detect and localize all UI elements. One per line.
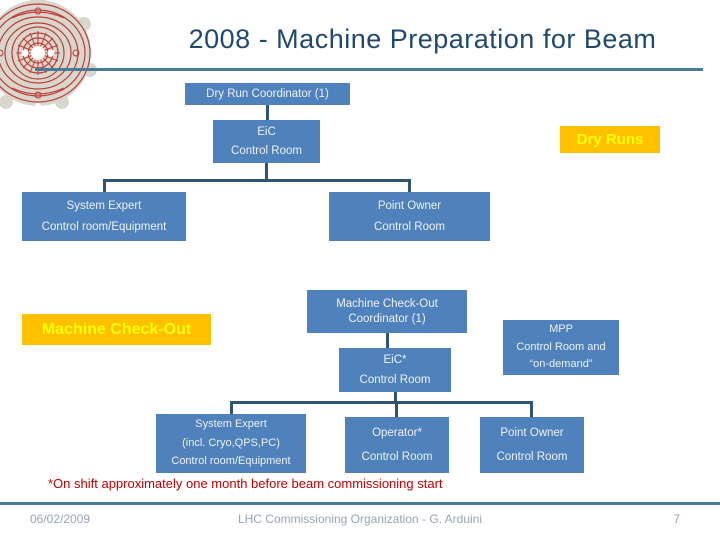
connector bbox=[408, 179, 411, 193]
org-box-line: MPP bbox=[549, 323, 573, 336]
org-box-line: EiC* bbox=[383, 354, 407, 367]
connector bbox=[266, 105, 269, 120]
org-box-line: EiC bbox=[257, 125, 276, 138]
page-number: 7 bbox=[673, 512, 680, 526]
org-box-line: Dry Run Coordinator (1) bbox=[206, 87, 329, 100]
machine-checkout-label: Machine Check-Out bbox=[22, 314, 211, 345]
title-rule bbox=[35, 68, 703, 71]
connector bbox=[394, 392, 397, 403]
connector bbox=[386, 333, 389, 348]
shift-note: *On shift approximately one month before… bbox=[48, 476, 443, 491]
org-box-line: System Expert bbox=[66, 199, 142, 212]
org-box-line: Control Room and bbox=[516, 340, 606, 353]
org-box-line: Point Owner bbox=[377, 199, 442, 212]
lhc-dipole-logo-icon bbox=[0, 0, 97, 109]
org-box-line: Control Room bbox=[374, 220, 445, 233]
org-box-line: (incl. Cryo,QPS,PC) bbox=[182, 436, 280, 449]
org-box-eic-star: EiC* Control Room bbox=[339, 348, 451, 392]
org-box-line: Control room/Equipment bbox=[41, 220, 167, 233]
connector bbox=[103, 179, 411, 182]
org-box-point-owner: Point Owner Control Room bbox=[329, 192, 490, 241]
org-box-mpp: MPP Control Room and “on-demand” bbox=[503, 320, 619, 375]
org-box-mco-coordinator: Machine Check-Out Coordinator (1) bbox=[307, 290, 467, 333]
dry-runs-label: Dry Runs bbox=[560, 126, 660, 153]
connector bbox=[265, 163, 268, 181]
footer-date: 06/02/2009 bbox=[30, 512, 91, 526]
dry-runs-label-text: Dry Runs bbox=[576, 131, 644, 148]
org-box-line: Control room/Equipment bbox=[171, 454, 291, 467]
org-box-line: System Expert bbox=[195, 418, 267, 431]
connector bbox=[530, 401, 533, 417]
org-box-line: Control Room bbox=[231, 144, 302, 157]
footer-title: LHC Commissioning Organization - G. Ardu… bbox=[237, 512, 483, 526]
org-box-line: Control Room bbox=[361, 450, 433, 463]
org-box-line: Control Room bbox=[359, 373, 431, 386]
org-box-system-expert-2: System Expert (incl. Cryo,QPS,PC) Contro… bbox=[156, 414, 306, 473]
connector bbox=[230, 401, 533, 404]
org-box-line: Machine Check-Out bbox=[336, 298, 438, 311]
org-box-line: “on-demand” bbox=[529, 357, 593, 370]
connector bbox=[103, 179, 106, 193]
org-box-dry-run-coordinator: Dry Run Coordinator (1) bbox=[185, 83, 350, 105]
footer-rule bbox=[0, 502, 720, 505]
org-box-line: Coordinator (1) bbox=[348, 312, 426, 325]
connector bbox=[230, 401, 233, 415]
org-box-operator: Operator* Control Room bbox=[345, 417, 449, 473]
connector bbox=[395, 401, 398, 417]
org-box-eic: EiC Control Room bbox=[213, 120, 320, 163]
org-box-point-owner-2: Point Owner Control Room bbox=[480, 417, 584, 473]
org-box-line: Point Owner bbox=[500, 427, 564, 440]
org-box-line: Control Room bbox=[496, 450, 568, 463]
org-box-system-expert: System Expert Control room/Equipment bbox=[22, 192, 186, 241]
machine-checkout-label-text: Machine Check-Out bbox=[41, 320, 192, 338]
page-title: 2008 - Machine Preparation for Beam bbox=[188, 24, 657, 54]
org-box-line: Operator* bbox=[372, 427, 422, 440]
